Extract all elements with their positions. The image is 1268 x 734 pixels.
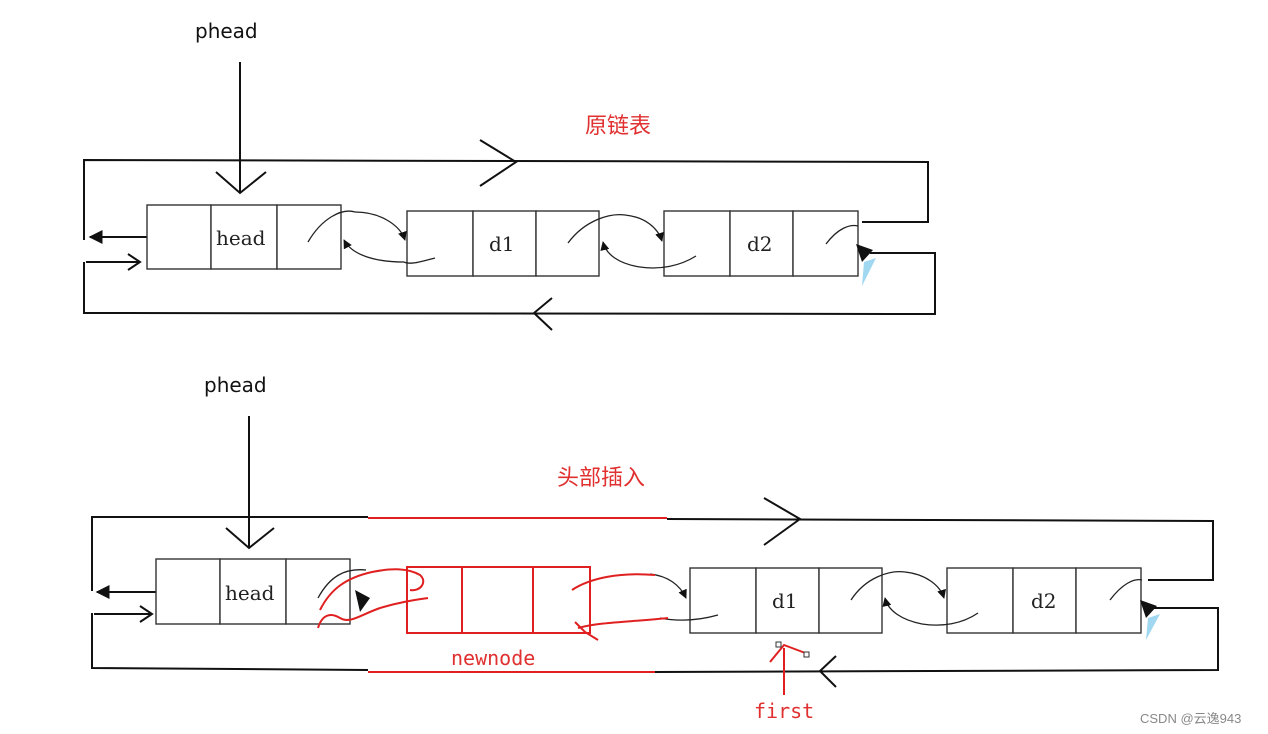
node-d1: d1 bbox=[406, 210, 600, 277]
prev-arrow bbox=[600, 241, 641, 268]
loop-arrow-left bbox=[532, 297, 553, 331]
node-head: head bbox=[146, 204, 342, 270]
loop-line-bottom bbox=[91, 613, 369, 671]
next-arrow bbox=[904, 571, 946, 599]
head-in-arrow bbox=[139, 605, 154, 623]
phead-arrow-head bbox=[215, 171, 267, 195]
prev-arrow bbox=[882, 597, 923, 625]
node-head-label: head bbox=[216, 226, 266, 250]
tail-arrow-head bbox=[1140, 600, 1157, 618]
link-curve bbox=[825, 224, 859, 245]
loop-line-top bbox=[83, 158, 929, 240]
first-label: first bbox=[754, 699, 814, 723]
phead-label: phead bbox=[195, 19, 258, 43]
red-scribble bbox=[317, 597, 429, 629]
red-scribble bbox=[319, 568, 425, 611]
resize-handle bbox=[775, 641, 782, 648]
node-d2-label: d2 bbox=[1031, 589, 1057, 613]
highlight-mark bbox=[862, 258, 876, 286]
node-head-label: head bbox=[225, 581, 275, 605]
diagram-title: 头部插入 bbox=[557, 466, 645, 491]
phead-label: phead bbox=[204, 373, 267, 397]
node-d1-label: d1 bbox=[489, 232, 515, 256]
prev-arrow-head bbox=[355, 590, 370, 612]
next-arrow bbox=[649, 573, 687, 599]
red-scribble bbox=[577, 617, 669, 629]
link-curve bbox=[1109, 578, 1143, 601]
link-curve bbox=[307, 210, 356, 243]
link-curve bbox=[567, 214, 626, 244]
node-d1-label: d1 bbox=[772, 589, 798, 613]
head-insert-diagram: phead 头部插入 head newnode bbox=[91, 373, 1219, 723]
loop-line-top bbox=[666, 518, 1214, 581]
loop-arrow-right bbox=[763, 497, 802, 546]
resize-handle bbox=[803, 651, 810, 658]
head-in-arrow bbox=[127, 253, 142, 271]
newnode-label: newnode bbox=[451, 646, 535, 670]
tail-arrow-head bbox=[856, 244, 873, 262]
diagram-title: 原链表 bbox=[585, 114, 651, 139]
link-curve bbox=[921, 612, 979, 626]
phead-arrow-head bbox=[225, 527, 275, 550]
node-newnode: newnode bbox=[406, 566, 591, 670]
highlight-mark bbox=[1146, 614, 1160, 640]
red-scribble bbox=[571, 573, 656, 591]
loop-line-bottom bbox=[654, 607, 1219, 673]
watermark: CSDN @云逸943 bbox=[1140, 711, 1241, 726]
red-scribble bbox=[574, 621, 599, 641]
link-curve bbox=[317, 569, 367, 599]
link-curve bbox=[403, 257, 436, 264]
loop-line-bottom bbox=[83, 252, 936, 316]
link-curve bbox=[639, 255, 697, 269]
node-d1: d1 bbox=[689, 567, 883, 634]
loop-line-top bbox=[91, 516, 368, 591]
loop-arrow-right bbox=[479, 139, 518, 187]
prev-arrow bbox=[343, 239, 405, 263]
next-arrow bbox=[354, 211, 407, 241]
node-head: head bbox=[155, 558, 351, 625]
node-d2-label: d2 bbox=[747, 232, 773, 256]
node-d2: d2 bbox=[663, 210, 859, 277]
node-d2: d2 bbox=[946, 567, 1142, 634]
original-list-diagram: phead 原链表 head d1 d2 bbox=[83, 19, 936, 331]
next-arrow bbox=[624, 214, 664, 242]
loop-arrow-left bbox=[818, 655, 837, 688]
first-arrow-head bbox=[769, 643, 809, 663]
link-curve bbox=[850, 571, 906, 601]
